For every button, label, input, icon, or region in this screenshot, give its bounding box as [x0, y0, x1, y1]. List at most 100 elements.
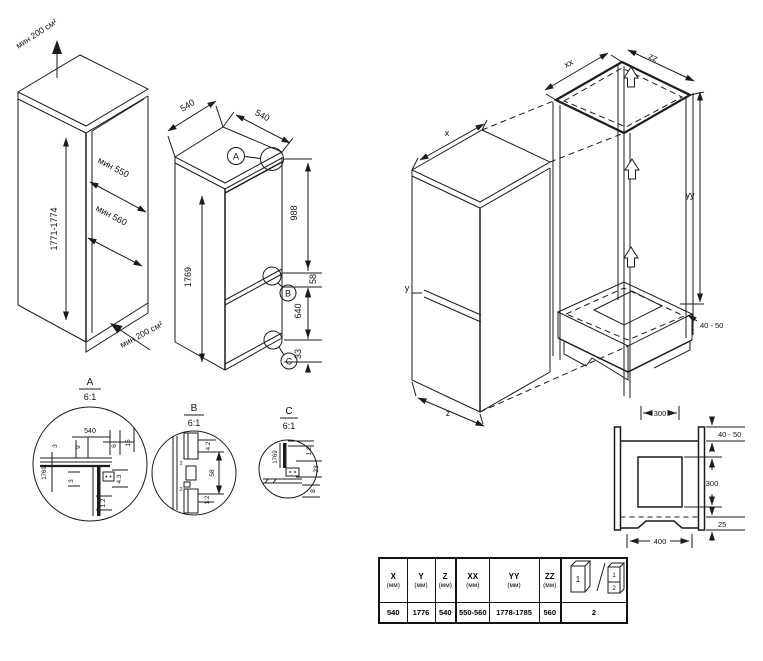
detail-c-circle — [258, 439, 318, 499]
xx-dim-line — [544, 52, 609, 91]
header-z-unit: (мм) — [438, 581, 452, 589]
y-label: y — [405, 283, 410, 293]
installation-drawing: x y z xx zz yy 40 - 50 — [405, 49, 723, 427]
detail-c-scale: 6:1 — [283, 421, 296, 431]
value-xx: 550-560 — [455, 602, 490, 624]
section-top-gap-label: 40 - 50 — [718, 430, 741, 439]
vent-arrow-bottom-icon — [110, 323, 123, 334]
vent-arrow-bottom — [118, 328, 151, 351]
value-yy: 1778-1785 — [488, 602, 540, 624]
airflow-arrow-icon — [624, 158, 640, 180]
value-z: 540 — [434, 602, 457, 624]
z-dim-line — [417, 397, 485, 427]
detail-region-a — [260, 147, 284, 171]
x-label: x — [445, 128, 450, 138]
section-vent-opening — [637, 456, 683, 508]
niche-depth-top-label: мин 550 — [96, 155, 130, 180]
detail-a-title: A — [87, 377, 94, 388]
header-zz-name: ZZ — [544, 571, 555, 581]
detail-region-b — [262, 266, 282, 286]
double-fridge-top-label: 1 — [612, 572, 616, 579]
table-header-x: X (мм) — [378, 557, 408, 603]
single-fridge-icon: 1 — [570, 560, 592, 593]
base-gap-label: 40 - 50 — [700, 321, 723, 330]
value-zz: 560 — [538, 602, 562, 624]
double-fridge-icon: 1 2 — [607, 562, 626, 594]
dim-640: 640 — [293, 303, 303, 318]
niche-depth-top-dim-line — [89, 181, 147, 213]
niche-right-column — [685, 93, 694, 338]
fridge-height-label: 1769 — [183, 267, 193, 287]
xx-label: xx — [562, 57, 575, 70]
value-x: 540 — [378, 602, 408, 624]
dim-33: 33 — [293, 349, 303, 359]
appliance-drawing: 540 540 1769 A B C 988 58 640 33 — [167, 97, 322, 372]
niche-depth-bottom-label: мин 560 — [94, 203, 128, 228]
header-zz-unit: (мм) — [543, 581, 557, 589]
fridge-width-label: 540 — [178, 97, 196, 113]
detail-b-42: 4.2 — [205, 441, 212, 450]
callout-circle-b — [279, 284, 297, 302]
value-y: 1776 — [406, 602, 436, 624]
niche-vent-top-label: мин 200 см² — [14, 16, 59, 50]
callout-circle-a — [227, 147, 245, 165]
callout-b-label: B — [285, 289, 291, 299]
header-x-unit: (мм) — [386, 581, 400, 589]
header-x-name: X — [390, 571, 396, 581]
niche-top-frame — [553, 60, 693, 135]
niche-height-label: 1771-1774 — [49, 207, 59, 250]
header-y-unit: (мм) — [414, 581, 428, 589]
detail-a-1769: 1769 — [42, 466, 48, 480]
detail-b-2-bottom: 2 — [179, 487, 182, 493]
table-header-zz: ZZ (мм) — [538, 557, 562, 603]
section-plinth-label: 25 — [718, 520, 726, 529]
dim-58: 58 — [308, 274, 318, 284]
single-fridge-label: 1 — [576, 575, 581, 584]
detail-b-58: 58 — [209, 469, 216, 477]
double-fridge-bottom-label: 2 — [612, 585, 616, 592]
detail-a-3-top: 3 — [52, 444, 59, 448]
section-right-wall — [697, 426, 706, 531]
niche-top-face — [16, 54, 150, 127]
detail-c-1769: 1769 — [273, 450, 279, 464]
value-config: 2 — [560, 602, 628, 624]
detail-a-540: 540 — [84, 428, 96, 435]
detail-c-12: 1.2 — [306, 446, 313, 455]
niche-left-column — [552, 102, 561, 360]
zz-dim-line — [627, 49, 695, 82]
fixing-bracket — [102, 471, 115, 482]
detail-a-3-mid: 3 — [68, 479, 75, 483]
fridge-top-face — [173, 126, 284, 184]
detail-c-23: 23 — [313, 465, 320, 473]
vent-arrow-top-icon — [52, 40, 62, 54]
detail-a-circle — [32, 406, 148, 522]
niche-base-top — [556, 281, 694, 347]
detail-region-c — [263, 330, 283, 350]
table-header-yy: YY (мм) — [488, 557, 540, 603]
projection-lines — [479, 99, 629, 413]
detail-b-view: B 6:1 2 2 4.2 58 1.2 — [151, 403, 237, 516]
door-bottom-edge — [224, 332, 283, 365]
header-xx-name: XX — [467, 571, 479, 581]
z-label: z — [446, 408, 451, 418]
header-z-name: Z — [442, 571, 448, 581]
yy-label: yy — [686, 190, 696, 200]
dim-988: 988 — [289, 205, 299, 220]
fridge-depth-label: 540 — [253, 107, 271, 123]
door-divider-lines — [224, 268, 283, 306]
table-header-z: Z (мм) — [434, 557, 457, 603]
detail-b-circle — [151, 430, 237, 516]
detail-a-9: 9 — [75, 445, 82, 449]
detail-b-scale: 6:1 — [188, 418, 201, 428]
fridge-config-icons: 1 1 2 — [570, 560, 626, 594]
width-dim-line — [167, 100, 217, 132]
install-fridge-top — [410, 129, 552, 203]
table-header-y: Y (мм) — [406, 557, 436, 603]
section-plinth-profile — [620, 520, 699, 529]
install-door-lines — [423, 289, 482, 323]
detail-c-8: 8 — [310, 489, 317, 493]
detail-c-view: C 6:1 1769 1.2 23 8 — [258, 406, 322, 499]
niche-vent-bottom-label: мин 200 см² — [118, 319, 164, 350]
